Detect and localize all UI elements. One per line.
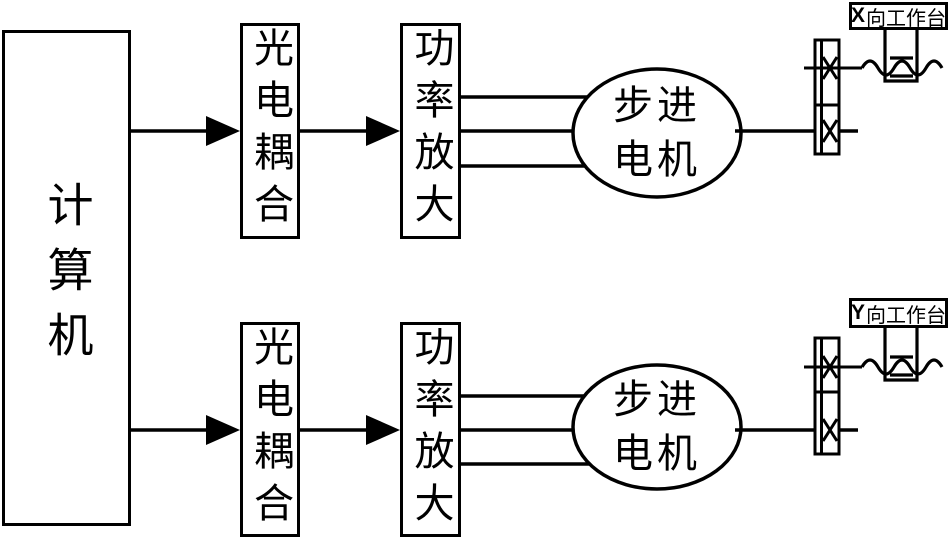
stepper-motor-label-x: 步进电机	[613, 83, 701, 182]
worktable-suffix: 向工作台	[866, 304, 947, 327]
worktable-label-x: X 向工作台	[849, 2, 948, 30]
arrow-right-icon	[366, 415, 400, 445]
gear-pair-y	[804, 336, 862, 456]
arrow-right-icon	[366, 116, 400, 146]
chain-y-connections	[131, 415, 400, 445]
worktable-axis-letter: Y	[851, 301, 866, 324]
stepper-motor-ellipse-x	[571, 67, 743, 199]
computer-label: 计算机	[41, 180, 93, 376]
gear-pair-x	[804, 38, 862, 156]
optocoupler-label: 光电耦合	[248, 325, 293, 534]
amplifier-box-x: 功率放大	[400, 23, 461, 239]
amplifier-box-y: 功率放大	[400, 322, 461, 537]
leadscrew-y	[860, 328, 944, 382]
arrow-right-icon	[206, 116, 240, 146]
stepper-motor-ellipse-y	[571, 363, 743, 491]
worktable-axis-letter: X	[851, 4, 866, 27]
leadscrew-x	[860, 29, 944, 83]
leadscrew-wave	[860, 59, 944, 77]
gear-cross-icon	[821, 119, 839, 143]
optocoupler-box-y: 光电耦合	[240, 322, 300, 537]
amplifier-label: 功率放大	[408, 325, 454, 534]
worktable-label-y: Y 向工作台	[849, 298, 948, 328]
computer-box: 计算机	[2, 30, 131, 526]
amplifier-label: 功率放大	[408, 27, 454, 235]
leadscrew-nut	[883, 328, 919, 382]
optocoupler-label: 光电耦合	[248, 27, 293, 235]
worktable-suffix: 向工作台	[866, 7, 947, 30]
arrow-right-icon	[206, 415, 240, 445]
gear-cross-icon	[821, 418, 839, 442]
stepper-motor-label-y: 步进电机	[613, 377, 701, 476]
chain-x-connections	[131, 116, 400, 146]
leadscrew-wave	[860, 358, 944, 376]
optocoupler-box-x: 光电耦合	[240, 23, 300, 239]
leadscrew-nut	[883, 29, 919, 83]
